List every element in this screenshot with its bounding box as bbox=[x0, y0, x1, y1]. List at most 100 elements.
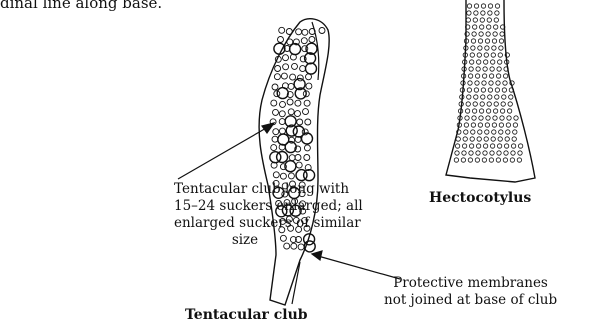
sucker-mark bbox=[489, 81, 493, 85]
sucker-mark bbox=[295, 155, 301, 161]
tentacular-club-caption: Tentacular club bbox=[185, 307, 308, 324]
sucker-mark bbox=[490, 151, 494, 155]
sucker-mark bbox=[499, 39, 503, 43]
sucker-mark bbox=[463, 137, 467, 141]
sucker-mark bbox=[286, 29, 292, 35]
sucker-mark bbox=[479, 116, 483, 120]
sucker-mark bbox=[473, 18, 477, 22]
sucker-mark bbox=[304, 170, 315, 181]
sucker-mark bbox=[474, 88, 478, 92]
sucker-mark bbox=[514, 116, 518, 120]
sucker-mark bbox=[487, 102, 491, 106]
sucker-mark bbox=[504, 144, 508, 148]
sucker-mark bbox=[488, 88, 492, 92]
sucker-mark bbox=[493, 109, 497, 113]
sucker-mark bbox=[481, 95, 485, 99]
sucker-mark bbox=[492, 123, 496, 127]
sucker-mark bbox=[517, 158, 521, 162]
sucker-mark bbox=[508, 102, 512, 106]
sucker-mark bbox=[483, 151, 487, 155]
sucker-mark bbox=[306, 63, 317, 74]
sucker-mark bbox=[280, 101, 286, 107]
sucker-mark bbox=[492, 130, 496, 134]
sucker-mark bbox=[485, 130, 489, 134]
sucker-mark bbox=[456, 137, 460, 141]
sucker-mark bbox=[478, 130, 482, 134]
sucker-mark bbox=[477, 60, 481, 64]
sucker-mark bbox=[289, 155, 295, 161]
sucker-mark bbox=[498, 60, 502, 64]
sucker-mark bbox=[462, 144, 466, 148]
sucker-mark bbox=[271, 100, 277, 106]
sucker-mark bbox=[513, 130, 517, 134]
sucker-mark bbox=[477, 137, 481, 141]
sucker-mark bbox=[497, 67, 501, 71]
sucker-mark bbox=[507, 116, 511, 120]
sucker-mark bbox=[474, 95, 478, 99]
sucker-mark bbox=[471, 130, 475, 134]
sucker-mark bbox=[300, 66, 306, 72]
sucker-mark bbox=[485, 39, 489, 43]
sucker-mark bbox=[472, 109, 476, 113]
sucker-mark bbox=[493, 116, 497, 120]
sucker-mark bbox=[306, 74, 312, 80]
sucker-mark bbox=[493, 32, 497, 36]
sucker-mark bbox=[513, 123, 517, 127]
sucker-mark bbox=[288, 83, 294, 89]
sucker-mark bbox=[464, 123, 468, 127]
sucker-mark bbox=[470, 60, 474, 64]
sucker-mark bbox=[496, 158, 500, 162]
sucker-mark bbox=[496, 74, 500, 78]
sucker-mark bbox=[483, 67, 487, 71]
sucker-mark bbox=[490, 67, 494, 71]
sucker-mark bbox=[502, 95, 506, 99]
sucker-mark bbox=[501, 102, 505, 106]
sucker-mark bbox=[492, 46, 496, 50]
sucker-mark bbox=[468, 158, 472, 162]
sucker-mark bbox=[481, 4, 485, 8]
sucker-mark bbox=[490, 144, 494, 148]
sucker-mark bbox=[297, 119, 303, 125]
sucker-mark bbox=[471, 39, 475, 43]
sucker-mark bbox=[518, 151, 522, 155]
sucker-mark bbox=[296, 162, 302, 168]
sucker-mark bbox=[509, 95, 513, 99]
sucker-mark bbox=[290, 74, 296, 80]
sucker-mark bbox=[275, 66, 281, 72]
sucker-mark bbox=[488, 95, 492, 99]
sucker-mark bbox=[492, 39, 496, 43]
sucker-mark bbox=[470, 53, 474, 57]
sucker-mark bbox=[283, 64, 289, 70]
sucker-mark bbox=[485, 123, 489, 127]
sucker-mark bbox=[295, 111, 301, 117]
sucker-mark bbox=[277, 152, 288, 163]
sucker-mark bbox=[480, 18, 484, 22]
sucker-mark bbox=[469, 144, 473, 148]
sucker-mark bbox=[499, 123, 503, 127]
sucker-mark bbox=[473, 25, 477, 29]
sucker-mark bbox=[468, 81, 472, 85]
sucker-mark bbox=[481, 11, 485, 15]
sucker-mark bbox=[461, 158, 465, 162]
sucker-mark bbox=[496, 81, 500, 85]
sucker-mark bbox=[484, 53, 488, 57]
sucker-mark bbox=[476, 151, 480, 155]
sucker-mark bbox=[271, 145, 277, 151]
sucker-mark bbox=[473, 102, 477, 106]
sucker-mark bbox=[279, 27, 285, 33]
sucker-mark bbox=[486, 109, 490, 113]
tentacular-club-callout: Tentacular club long with 15–24 suckers … bbox=[174, 181, 316, 249]
sucker-mark bbox=[491, 137, 495, 141]
sucker-mark bbox=[503, 74, 507, 78]
sucker-mark bbox=[303, 109, 309, 115]
sucker-mark bbox=[483, 144, 487, 148]
sucker-mark bbox=[491, 60, 495, 64]
membranes-callout: Protective membranes not joined at base … bbox=[384, 275, 557, 309]
sucker-mark bbox=[279, 119, 285, 125]
sucker-mark bbox=[489, 158, 493, 162]
sucker-mark bbox=[506, 123, 510, 127]
sucker-mark bbox=[472, 32, 476, 36]
sucker-mark bbox=[274, 43, 285, 54]
sucker-mark bbox=[472, 116, 476, 120]
sucker-mark bbox=[479, 109, 483, 113]
